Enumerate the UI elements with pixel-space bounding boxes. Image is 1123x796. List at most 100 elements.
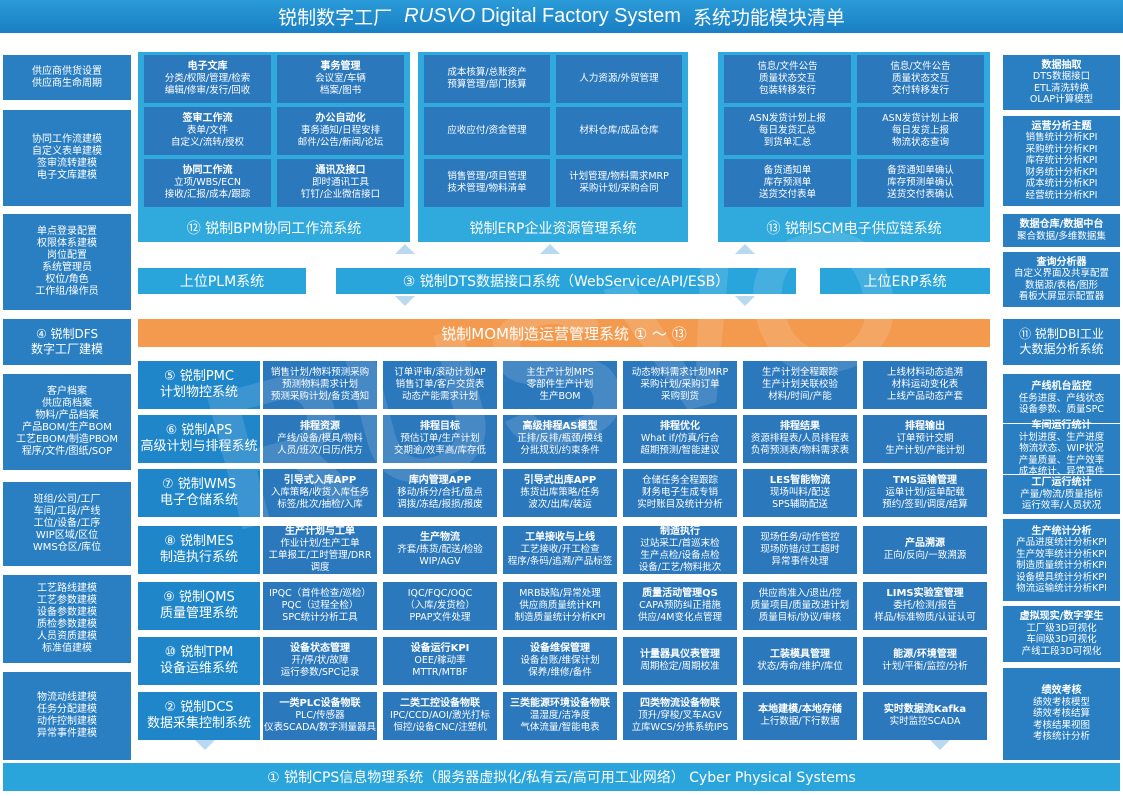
row-cell-line: 质量目标/协议/审核 — [758, 612, 842, 623]
row-cell-line: WIP/AGV — [419, 556, 461, 567]
row-cell: 生产计划全程跟踪生产计划关联校验材料/时间/产能 — [743, 361, 857, 409]
row-label-line: 设备运维系统 — [159, 661, 238, 676]
row-cell-line: 过站采工/首巡末检 — [640, 538, 720, 549]
row-label-line: 计划物控系统 — [159, 385, 238, 400]
top-cell-line: 钉钉/企业微信接口 — [300, 189, 381, 200]
right-box-line: 看板大屏显示配置器 — [1018, 291, 1105, 302]
right-box-line: 数据源/表格/图形 — [1025, 279, 1098, 291]
right-box-heading: 工厂运行统计 — [1031, 477, 1092, 489]
title-zh: 锐制数字工厂 — [278, 7, 393, 29]
left-box: 单点登录配置权限体系建模岗位配置系统管理员权位/角色工作组/操作员 — [3, 214, 131, 310]
right-box: 虚拟现实/数字孪生工厂级3D可视化车间级3D可视化产线工段3D可视化 — [1003, 606, 1120, 662]
top-cell-heading: 事务管理 — [320, 61, 361, 72]
row-cell: 销售计划/物料预测采购预测物料需求计划预测采购计划/备货通知 — [263, 361, 377, 409]
top-cell-heading: 电子文库 — [187, 61, 228, 72]
row-cell-line: 现场任务/动作管控 — [760, 532, 840, 543]
row-label-line: ⑧ 锐制MES — [164, 534, 234, 549]
row-cell-line: CAPA预防纠正措施 — [639, 600, 721, 611]
row-cell-heading: 排程目标 — [420, 421, 460, 432]
row-cell-heading: 工单接收与上线 — [525, 532, 595, 543]
row-cell-line: 零部件生产计划 — [526, 379, 594, 390]
row-cell-line: IPQC（首件检查/巡检） — [269, 588, 371, 599]
right-box-line: 绩效考核模型 — [1032, 696, 1090, 708]
row-cell-line: （入库/发货检） — [405, 600, 475, 611]
row-cell-line: 温湿度/洁净度 — [529, 710, 591, 721]
right-box-line: 产量/物流/质量指标 — [1020, 488, 1103, 500]
row-cell-heading: 引导式入库APP — [283, 475, 357, 486]
right-box-line: ETL清洗转换 — [1033, 82, 1090, 94]
row-cell-heading: 排程优化 — [660, 421, 700, 432]
row-cell-line: 顶升/穿梭/叉车AGV — [638, 710, 722, 721]
row-cell: 排程结果资源排程表/人员排程表负荷预测表/物料需求表 — [743, 415, 857, 463]
row-cell-line: 样品/标准物质/认证认可 — [874, 612, 976, 623]
row-cell-line: 正向/反向/一致溯源 — [883, 550, 967, 561]
row-cell-heading: 生产计划与工单 — [285, 526, 355, 537]
row-cell-heading: 工装模具管理 — [770, 649, 830, 660]
top-cell-line: 人力资源/外贸管理 — [579, 73, 659, 84]
row-cell-line: 产线/设备/模具/物料 — [277, 433, 363, 444]
row-cell-heading: 三类能源环境设备物联 — [510, 698, 610, 709]
row-cell: 工单接收与上线工艺接收/开工检查程序/条码/追溯/产品标签 — [503, 526, 617, 574]
right-box-line: 成本统计、异常事件 — [1018, 466, 1105, 478]
right-box-heading: 数据抽取 — [1041, 59, 1082, 71]
right-box-line: 考核结果视图 — [1032, 719, 1090, 731]
row-cell-line: 保养/维修/备件 — [528, 667, 592, 678]
right-box-line: 财务统计分析KPI — [1025, 166, 1098, 178]
row-cell-line: 开/停/状/故障 — [291, 655, 349, 666]
row-label-line: 数据采集控制系统 — [146, 716, 251, 731]
left-box: 协同工作流建模自定义表单建模签审流转建模电子文库建模 — [3, 110, 131, 206]
right-box-line: 考核统计分析 — [1032, 731, 1090, 743]
row-cell: 供应商准入/退出/控质量项目/质量改进计划质量目标/协议/审核 — [743, 582, 857, 630]
row-cell-line: 气体流量/智能电表 — [520, 722, 600, 733]
row-cell-heading: TMS运输管理 — [893, 475, 957, 486]
right-box-line: 任务进度、产线状态 — [1018, 392, 1105, 404]
top-cell-line: 分类/权限/管理/检索 — [164, 73, 251, 84]
right-box: 车间运行统计计划进度、生产进度物流状态、WIP状况产量质量、生产效率成本统计、异… — [1003, 420, 1120, 477]
top-cell-line: 采购计划/采购合同 — [579, 183, 659, 194]
row-cell-line: 交期逾/效率高/库存低 — [394, 445, 486, 456]
left-box-line: 数字工厂建模 — [30, 342, 103, 356]
row-label-line: ⑩ 锐制TPM — [164, 645, 234, 660]
row-cell-line: MTTR/MTBF — [412, 667, 468, 678]
row-cell-heading: 排程结果 — [780, 421, 820, 432]
top-cell-line: 成本核算/总账资产 — [447, 67, 527, 78]
right-box-line: 设备参数、质量SPC — [1019, 404, 1104, 416]
connector-arrow — [395, 244, 415, 254]
row-cell-line: SPS辅助配送 — [772, 499, 828, 510]
dts-bar: ③ 锐制DTS数据接口系统（WebService/API/ESB） — [336, 268, 796, 294]
top-cell-line: 计划管理/物料需求MRP — [569, 171, 669, 182]
row-cell-line: 材料运动变化表 — [891, 379, 959, 390]
top-cell-line: 自定义/流转/授权 — [171, 137, 244, 148]
title-brand: RUSVO — [404, 5, 476, 27]
row-cell-line: OEE/稼动率 — [414, 655, 466, 666]
top-cell-line: 包装转移发行 — [758, 85, 816, 96]
row-cell-line: 分批规划/约束条件 — [520, 445, 600, 456]
row-cell-line: 上线产品动态产套 — [886, 391, 963, 402]
row-cell-line: 预约/签到/调度/结算 — [882, 499, 968, 510]
row-label-line: 制造执行系统 — [159, 550, 238, 565]
row-cell-line: 工艺接收/开工检查 — [520, 544, 600, 555]
left-box-line: 物流动线建模 — [37, 692, 97, 703]
top-cell-line: 事务通知/日程安排 — [300, 125, 381, 136]
row-cell-line: 负荷预测表/物料需求表 — [750, 445, 850, 456]
top-cell: 办公自动化事务通知/日程安排邮件/公告/新闻/论坛 — [277, 107, 404, 155]
top-cell-line: 质量状态交互 — [758, 73, 816, 84]
row-cell: 工装模具管理状态/寿命/维护/库位 — [743, 637, 857, 685]
left-box-line: 自定义表单建模 — [32, 146, 102, 157]
row-cell: 排程输出订单预计交期生产计划/产能计划 — [863, 415, 987, 463]
row-cell-line: 动态产能需求计划 — [401, 391, 478, 402]
